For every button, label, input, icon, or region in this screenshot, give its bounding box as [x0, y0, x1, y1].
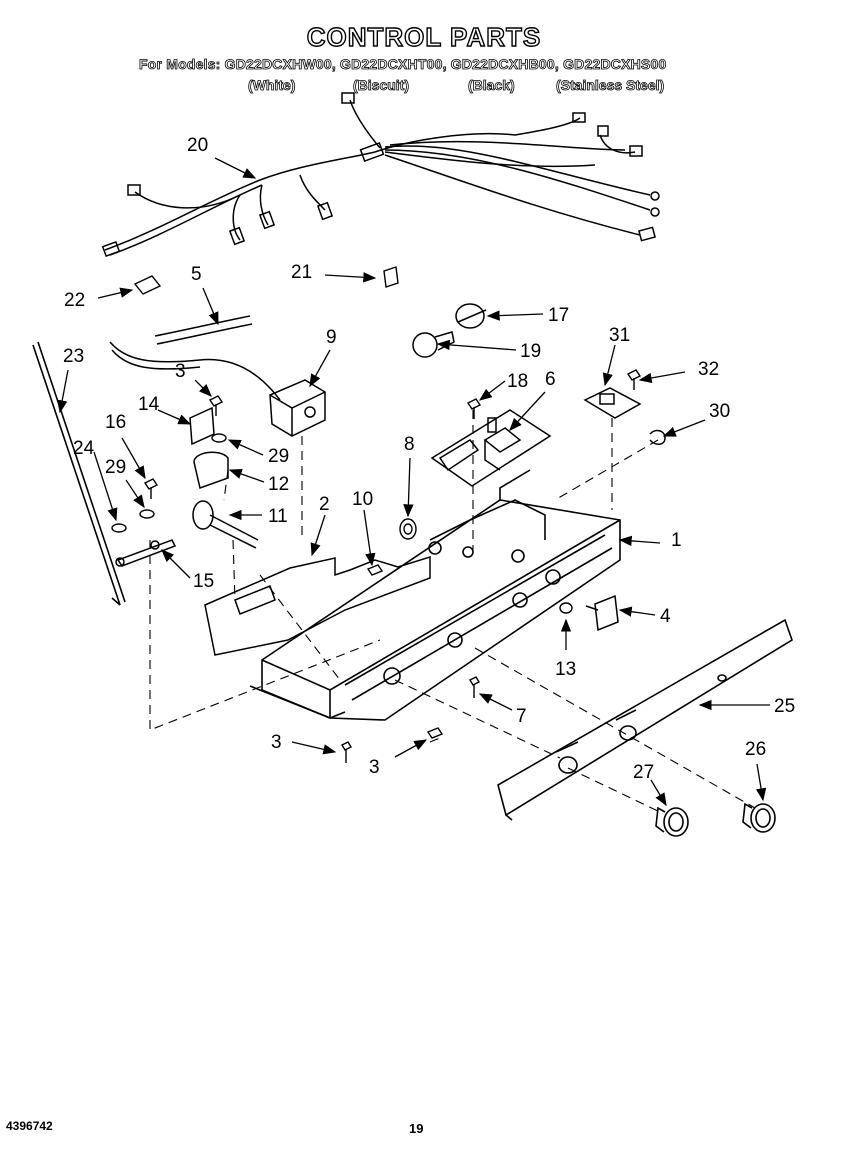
callout-16: 16	[105, 412, 126, 433]
variant-white: (White)	[248, 77, 296, 94]
thermostat	[269, 379, 326, 437]
control-board	[430, 409, 552, 487]
callout-5: 5	[191, 264, 202, 285]
callout-7: 7	[516, 706, 527, 727]
callout-24: 24	[73, 438, 95, 459]
callout-15: 15	[193, 571, 214, 592]
capillary-tube	[109, 315, 281, 401]
document-number: 4396742	[6, 1119, 53, 1133]
callout-18: 18	[507, 371, 528, 392]
page-title: CONTROL PARTS	[306, 21, 542, 52]
callout-23: 23	[63, 346, 84, 367]
callout-27: 27	[633, 762, 654, 783]
bracket-parts	[115, 406, 259, 567]
mounting-bracket	[204, 555, 431, 656]
callout-29a: 29	[268, 446, 289, 467]
switch-clip	[585, 594, 619, 632]
callout-9: 9	[326, 327, 337, 348]
callout-labels: 1 2 3 3 3 3 4 5 6 7 8 9 10 11 12 13 14 1…	[63, 135, 795, 783]
knobs	[655, 802, 776, 837]
callout-10: 10	[352, 489, 373, 510]
callout-6: 6	[545, 369, 556, 390]
callout-3c: 3	[369, 757, 380, 778]
callout-4: 4	[660, 606, 671, 627]
variant-black: (Black)	[468, 77, 515, 94]
callout-32: 32	[698, 359, 719, 380]
callout-2: 2	[319, 494, 330, 515]
callout-11: 11	[268, 506, 288, 527]
callout-3b: 3	[271, 732, 282, 753]
callout-31: 31	[609, 325, 630, 346]
relay-and-clip	[583, 387, 666, 445]
page-number: 19	[409, 1121, 424, 1136]
callout-14: 14	[138, 394, 160, 415]
alignment-lines	[149, 410, 756, 813]
lamp-socket-and-bulb	[412, 303, 487, 358]
callout-29b: 29	[105, 457, 126, 478]
callout-17: 17	[548, 305, 569, 326]
callout-19: 19	[520, 341, 541, 362]
callout-30: 30	[709, 401, 730, 422]
callout-arrows	[57, 157, 770, 807]
callout-25: 25	[774, 696, 795, 717]
variant-biscuit: (Biscuit)	[353, 77, 410, 94]
variant-stainless: (Stainless Steel)	[556, 77, 665, 94]
clip-parts	[133, 266, 399, 295]
callout-3a: 3	[175, 361, 186, 382]
callout-20: 20	[187, 135, 208, 156]
rod	[32, 341, 126, 606]
callout-13: 13	[555, 659, 576, 680]
callout-8: 8	[404, 434, 415, 455]
callout-12: 12	[268, 474, 289, 495]
wire-harness	[101, 92, 660, 258]
callout-26: 26	[745, 739, 766, 760]
screws-and-washers	[111, 369, 642, 763]
callout-21: 21	[291, 262, 312, 283]
control-housing	[249, 469, 621, 721]
callout-1: 1	[671, 530, 682, 551]
callout-22: 22	[64, 290, 85, 311]
front-panel	[497, 618, 793, 821]
models-line: For Models: GD22DCXHW00, GD22DCXHT00, GD…	[139, 56, 667, 73]
